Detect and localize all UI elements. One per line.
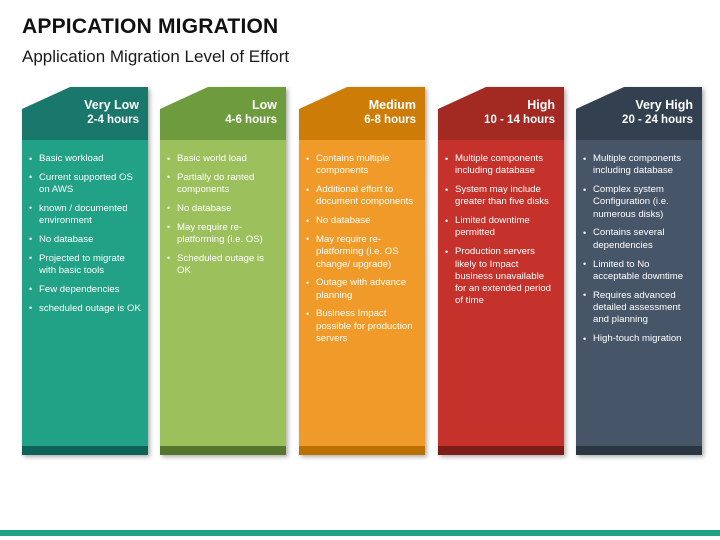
criteria-item: Contains multiple components: [305, 153, 418, 178]
column-body-high: Multiple components including databaseSy…: [438, 140, 564, 446]
criteria-item: No database: [28, 233, 141, 246]
footer-accent-bar: [0, 530, 720, 536]
criteria-item: Complex system Configuration (i.e. numer…: [582, 184, 695, 221]
criteria-item: Outage with advance planning: [305, 277, 418, 302]
criteria-item: Requires advanced detailed assessment an…: [582, 289, 695, 327]
column-body-very-low: Basic workloadCurrent supported OS on AW…: [22, 140, 148, 446]
column-label: Low: [252, 97, 277, 112]
column-body-very-high: Multiple components including databaseCo…: [576, 140, 702, 446]
column-hours: 4-6 hours: [225, 113, 277, 126]
column-body-medium: Contains multiple componentsAdditional e…: [299, 140, 425, 446]
criteria-list: Contains multiple componentsAdditional e…: [305, 153, 418, 345]
criteria-list: Multiple components including databaseSy…: [444, 153, 557, 308]
criteria-item: Few dependencies: [28, 283, 141, 296]
criteria-item: Current supported OS on AWS: [28, 171, 141, 197]
criteria-item: scheduled outage is OK: [28, 302, 141, 315]
page-title: APPICATION MIGRATION: [22, 15, 279, 38]
criteria-item: High-touch migration: [582, 333, 695, 346]
criteria-list: Multiple components including databaseCo…: [582, 153, 695, 346]
column-footer-very-high: [576, 446, 702, 455]
criteria-item: No database: [305, 215, 418, 228]
column-hours: 10 - 14 hours: [484, 113, 555, 126]
criteria-item: Projected to migrate with basic tools: [28, 252, 141, 278]
criteria-list: Basic world loadPartially do ranted comp…: [166, 152, 279, 278]
criteria-item: Production servers likely to Impact busi…: [444, 246, 557, 307]
page-subtitle: Application Migration Level of Effort: [22, 47, 290, 66]
criteria-item: known / documented environment: [28, 202, 141, 228]
column-label: Medium: [368, 97, 416, 112]
column-label: Very High: [635, 97, 693, 112]
criteria-item: May require re-platforming (i.e. OS): [166, 221, 279, 247]
criteria-item: Basic workload: [28, 152, 141, 165]
criteria-item: Additional effort to document components: [305, 184, 418, 209]
title-block: APPICATION MIGRATION Application Migrati…: [22, 12, 622, 70]
criteria-list: Basic workloadCurrent supported OS on AW…: [28, 152, 141, 315]
column-body-low: Basic world loadPartially do ranted comp…: [160, 140, 286, 446]
column-footer-very-low: [22, 446, 148, 455]
column-footer-low: [160, 446, 286, 455]
criteria-item: Multiple components including database: [444, 153, 557, 178]
criteria-item: Scheduled outage is OK: [166, 252, 279, 278]
criteria-item: No database: [166, 202, 279, 215]
column-label: Very Low: [84, 97, 139, 112]
criteria-item: Basic world load: [166, 152, 279, 165]
column-footer-high: [438, 446, 564, 455]
column-hours: 6-8 hours: [364, 113, 416, 126]
column-footer-medium: [299, 446, 425, 455]
column-hours: 2-4 hours: [87, 113, 139, 126]
criteria-item: Business Impact possible for production …: [305, 308, 418, 345]
column-hours: 20 - 24 hours: [622, 113, 693, 126]
criteria-item: May require re-platforming (i.e. OS chan…: [305, 233, 418, 271]
criteria-item: Multiple components including database: [582, 153, 695, 178]
criteria-item: Contains several dependencies: [582, 227, 695, 252]
column-label: High: [527, 97, 555, 112]
criteria-item: Limited downtime permitted: [444, 215, 557, 240]
criteria-item: Partially do ranted components: [166, 171, 279, 197]
criteria-item: Limited to No acceptable downtime: [582, 258, 695, 284]
criteria-item: System may include greater than five dis…: [444, 184, 557, 209]
